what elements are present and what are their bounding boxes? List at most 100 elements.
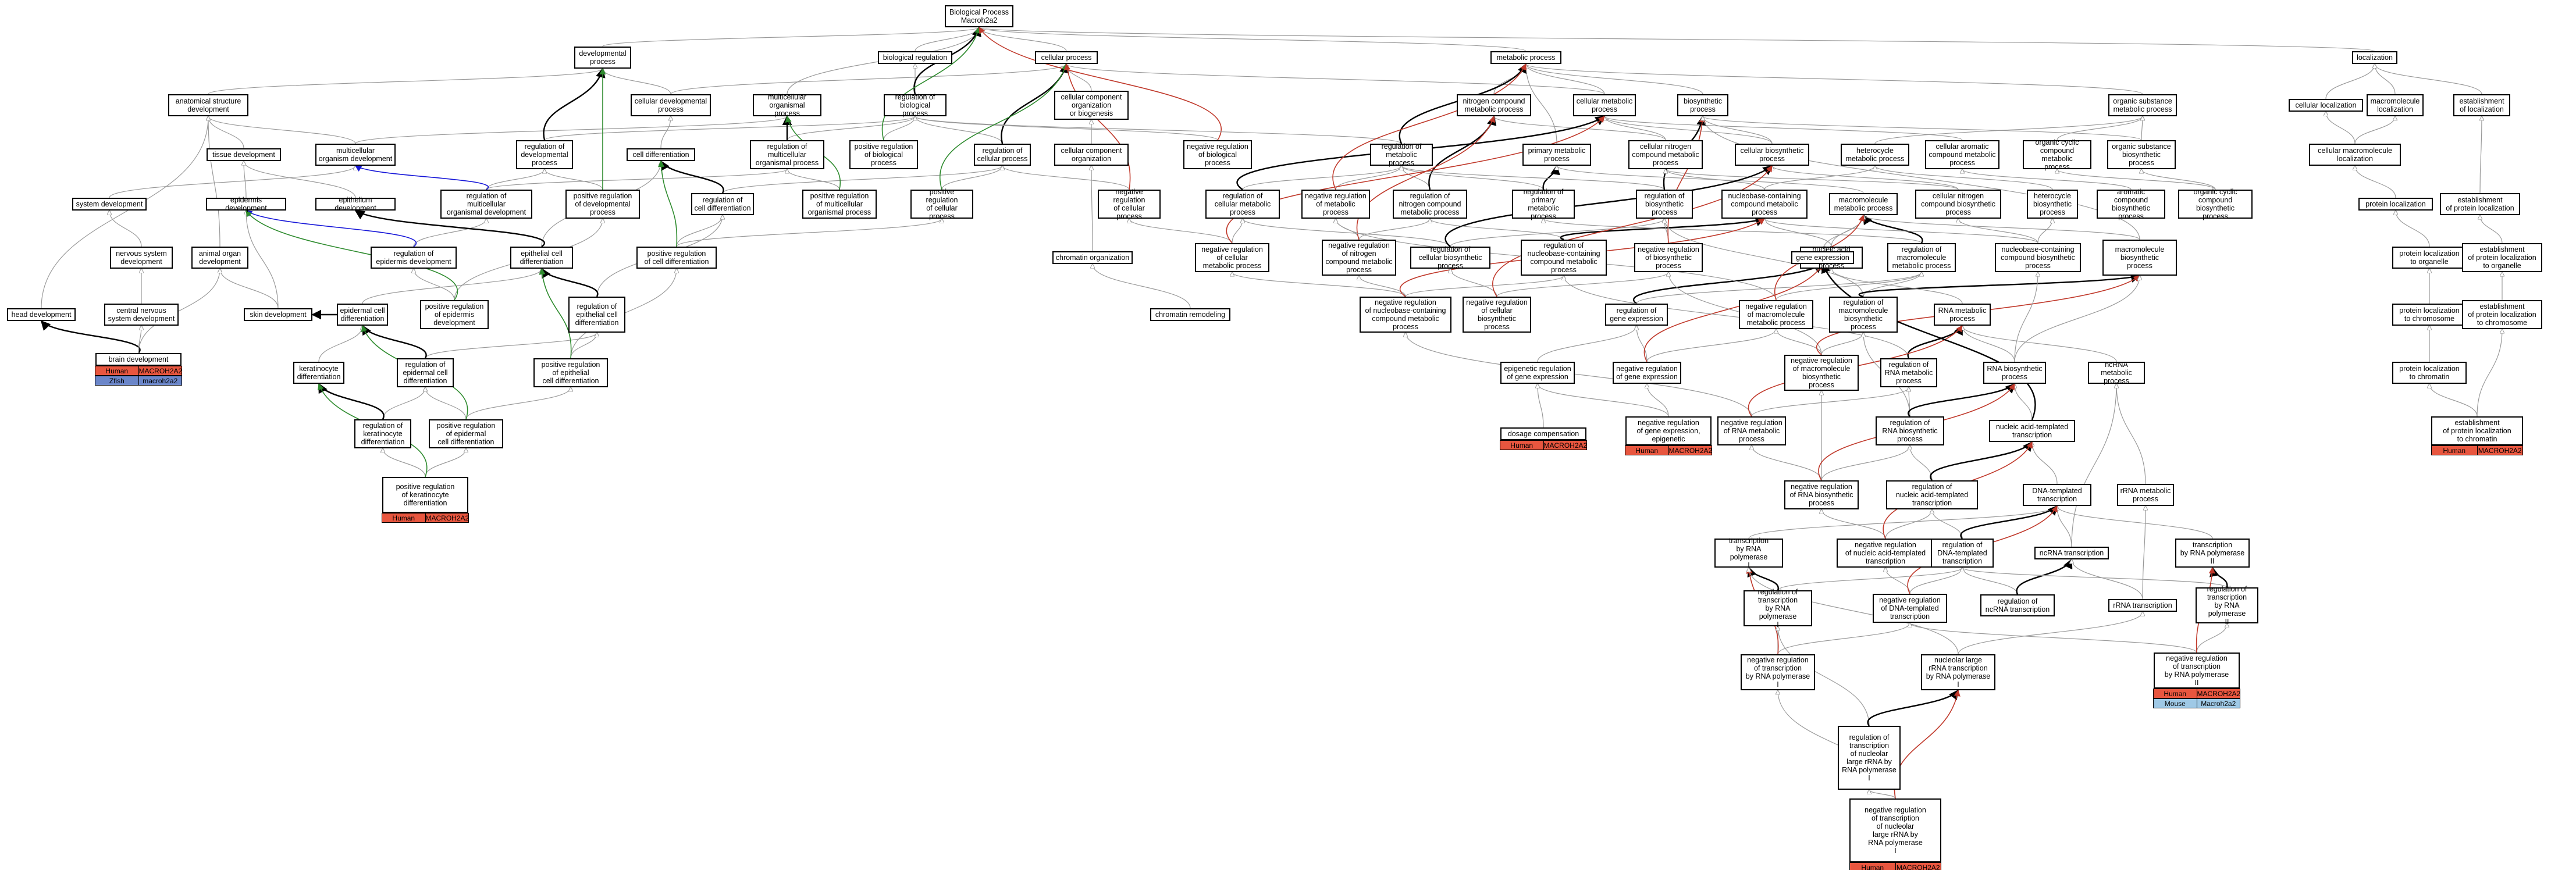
go-term-bp[interactable]: Biological Process Macroh2a2 xyxy=(945,5,1013,27)
go-term-regnuclrrna[interactable]: regulation of transcription of nucleolar… xyxy=(1838,726,1901,790)
go-term-cncbios[interactable]: cellular nitrogen compound biosynthetic … xyxy=(1915,190,2001,219)
go-term-hetmp[interactable]: heterocycle metabolic process xyxy=(1841,144,1909,166)
go-term-multorg[interactable]: multicellular organismal process xyxy=(753,93,821,117)
go-term-cellloc[interactable]: cellular localization xyxy=(2289,99,2363,112)
go-term-negregdnatrans[interactable]: negative regulation of DNA-templated tra… xyxy=(1873,594,1947,623)
go-term-epithdev[interactable]: epithelium development xyxy=(315,196,396,212)
go-term-regcd[interactable]: regulation of cell differentiation xyxy=(691,193,754,215)
go-term-dosage[interactable]: dosage compensation xyxy=(1500,427,1586,440)
go-term-nbcmp[interactable]: nucleobase-containing compound metabolic… xyxy=(1721,190,1808,219)
go-term-regtp2[interactable]: regulation of transcription by RNA polym… xyxy=(2196,585,2258,626)
go-term-chromorg[interactable]: chromatin organization xyxy=(1052,251,1133,264)
go-term-negregcp[interactable]: negative regulation of cellular process xyxy=(1098,188,1161,220)
go-term-geneexp[interactable]: gene expression xyxy=(1791,251,1854,264)
go-term-transpol1[interactable]: transcription by RNA polymerase I xyxy=(1714,537,1783,569)
go-term-ncrnamp[interactable]: ncRNA metabolic process xyxy=(2088,361,2145,385)
go-term-regbios[interactable]: regulation of biosynthetic process xyxy=(1636,190,1693,219)
go-term-dnatrans[interactable]: DNA-templated transcription xyxy=(2023,484,2091,506)
go-term-protlocorg[interactable]: protein localization to organelle xyxy=(2392,247,2467,269)
go-term-hetbios[interactable]: heterocycle biosynthetic process xyxy=(2027,190,2078,219)
go-term-rnamp[interactable]: RNA metabolic process xyxy=(1934,304,1991,326)
go-term-skindev[interactable]: skin development xyxy=(244,308,312,321)
go-term-cellbios[interactable]: cellular biosynthetic process xyxy=(1735,144,1809,166)
go-term-regkerat[interactable]: regulation of keratinocyte differentiati… xyxy=(354,419,411,448)
go-term-nbcbios[interactable]: nucleobase-containing compound biosynthe… xyxy=(1995,243,2081,272)
go-term-bios[interactable]: biosynthetic process xyxy=(1677,94,1728,116)
go-term-mod[interactable]: multicellular organism development xyxy=(315,144,396,166)
go-term-posregepicd[interactable]: positive regulation of epithelial cell d… xyxy=(533,358,608,387)
go-term-devp[interactable]: developmental process xyxy=(574,47,631,69)
go-term-cellp[interactable]: cellular process xyxy=(1035,51,1098,64)
go-term-estprotloc[interactable]: establishment of protein localization xyxy=(2440,193,2520,215)
go-term-regbp[interactable]: regulation of biological process xyxy=(884,93,947,117)
go-term-regrnamp[interactable]: regulation of RNA metabolic process xyxy=(1880,358,1937,387)
go-term-estloc[interactable]: establishment of localization xyxy=(2453,94,2510,116)
go-term-nitro[interactable]: nitrogen compound metabolic process xyxy=(1457,94,1531,116)
go-term-regcp[interactable]: regulation of cellular process xyxy=(974,144,1031,166)
go-term-posregkerat[interactable]: positive regulation of keratinocyte diff… xyxy=(382,477,468,513)
go-term-regepidev[interactable]: regulation of epidermis development xyxy=(371,247,457,269)
go-term-rrnatrans[interactable]: rRNA transcription xyxy=(2108,599,2177,612)
go-term-epidev[interactable]: epidermis development xyxy=(206,196,286,212)
go-term-macmp[interactable]: macromolecule metabolic process xyxy=(1829,193,1898,215)
go-term-posregepidev[interactable]: positive regulation of epidermis develop… xyxy=(420,300,489,329)
go-term-osbios[interactable]: organic substance biosynthetic process xyxy=(2107,140,2176,169)
go-term-posregmop[interactable]: positive regulation of multicellular org… xyxy=(802,190,877,219)
go-term-regnbcmp[interactable]: regulation of nucleobase-containing comp… xyxy=(1521,240,1607,276)
go-term-estchrom[interactable]: establishment of protein localization to… xyxy=(2431,416,2523,445)
go-term-negregtp2[interactable]: negative regulation of transcription by … xyxy=(2154,652,2240,689)
go-term-estprotorg[interactable]: establishment of protein localization to… xyxy=(2462,243,2542,272)
go-term-tissdev[interactable]: tissue development xyxy=(207,148,281,161)
go-term-protlocchrom[interactable]: protein localization to chromatin xyxy=(2392,362,2467,384)
go-term-posregcp[interactable]: positive regulation of cellular process xyxy=(910,188,973,220)
go-term-protloc[interactable]: protein localization xyxy=(2358,198,2433,211)
go-term-negregmacmp[interactable]: negative regulation of macromolecule met… xyxy=(1739,300,1813,329)
go-term-nsdev[interactable]: nervous system development xyxy=(110,247,173,269)
go-term-pmp[interactable]: primary metabolic process xyxy=(1522,144,1591,166)
go-term-regdnatrans[interactable]: regulation of DNA-templated transcriptio… xyxy=(1931,539,1994,568)
go-term-negregcmp[interactable]: negative regulation of cellular metaboli… xyxy=(1195,243,1269,272)
go-term-negregrnamp[interactable]: negative regulation of RNA metabolic pro… xyxy=(1717,416,1786,445)
go-term-epireg[interactable]: epigenetic regulation of gene expression xyxy=(1500,362,1575,384)
go-term-regepicd[interactable]: regulation of epithelial cell differenti… xyxy=(568,297,625,333)
go-term-aodev[interactable]: animal organ development xyxy=(191,247,248,269)
go-term-epicd[interactable]: epithelial cell differentiation xyxy=(510,247,573,269)
go-term-protlocchr[interactable]: protein localization to chromosome xyxy=(2392,304,2467,326)
go-term-regmod[interactable]: regulation of multicellular organismal d… xyxy=(440,190,532,219)
go-term-macbios[interactable]: macromolecule biosynthetic process xyxy=(2102,240,2177,276)
go-term-regmacmp[interactable]: regulation of macromolecule metabolic pr… xyxy=(1887,243,1956,272)
go-term-rnabios[interactable]: RNA biosynthetic process xyxy=(1983,362,2046,384)
go-term-negregmacbios[interactable]: negative regulation of macromolecule bio… xyxy=(1784,355,1859,391)
go-term-regmacbios[interactable]: regulation of macromolecule biosynthetic… xyxy=(1829,297,1898,333)
go-term-cmp[interactable]: cellular metabolic process xyxy=(1573,94,1636,116)
go-term-posregbp[interactable]: positive regulation of biological proces… xyxy=(849,140,918,169)
go-term-sysdev[interactable]: system development xyxy=(72,198,147,211)
go-term-negregnattrans[interactable]: negative regulation of nucleic acid-temp… xyxy=(1837,539,1934,568)
go-term-asd[interactable]: anatomical structure development xyxy=(168,94,248,116)
go-term-cellmacloc[interactable]: cellular macromolecule localization xyxy=(2309,144,2401,166)
go-term-rrnamp[interactable]: rRNA metabolic process xyxy=(2117,484,2174,506)
go-term-regmop[interactable]: regulation of multicellular organismal p… xyxy=(750,140,824,169)
go-term-macloc[interactable]: macromolecule localization xyxy=(2367,94,2424,116)
go-term-osmp[interactable]: organic substance metabolic process xyxy=(2108,94,2177,116)
go-term-cnsdev[interactable]: central nervous system development xyxy=(104,304,179,326)
go-term-regmetp[interactable]: regulation of metabolic process xyxy=(1370,142,1433,167)
go-term-posregdev[interactable]: positive regulation of developmental pro… xyxy=(565,190,640,219)
go-term-ncrnatrans[interactable]: ncRNA transcription xyxy=(2034,547,2109,559)
go-term-celldiff[interactable]: cell differentiation xyxy=(627,148,695,161)
go-term-cacmp[interactable]: cellular aromatic compound metabolic pro… xyxy=(1925,140,1999,169)
go-term-ocbios[interactable]: organic cyclic compound biosynthetic pro… xyxy=(2178,188,2253,220)
go-term-keratdiff[interactable]: keratinocyte differentiation xyxy=(293,362,344,384)
go-term-metp[interactable]: metabolic process xyxy=(1490,51,1561,64)
go-term-estprotchr[interactable]: establishment of protein localization to… xyxy=(2462,300,2542,329)
go-term-regcmp[interactable]: regulation of cellular metabolic process xyxy=(1205,190,1280,219)
go-term-ccob[interactable]: cellular component organization or bioge… xyxy=(1054,91,1129,120)
go-term-regcbios[interactable]: regulation of cellular biosynthetic proc… xyxy=(1410,245,1490,270)
go-term-negregcbios[interactable]: negative regulation of cellular biosynth… xyxy=(1463,297,1531,333)
go-term-nuclrrna[interactable]: nucleolar large rRNA transcription by RN… xyxy=(1921,654,1995,690)
go-term-posregepidcd[interactable]: positive regulation of epidermal cell di… xyxy=(429,419,503,448)
go-term-regdev[interactable]: regulation of developmental process xyxy=(516,140,573,169)
go-term-negregbp[interactable]: negative regulation of biological proces… xyxy=(1183,140,1252,169)
go-term-negregnbcmp[interactable]: negative regulation of nucleobase-contai… xyxy=(1360,297,1451,333)
go-term-headdev[interactable]: head development xyxy=(7,308,76,321)
